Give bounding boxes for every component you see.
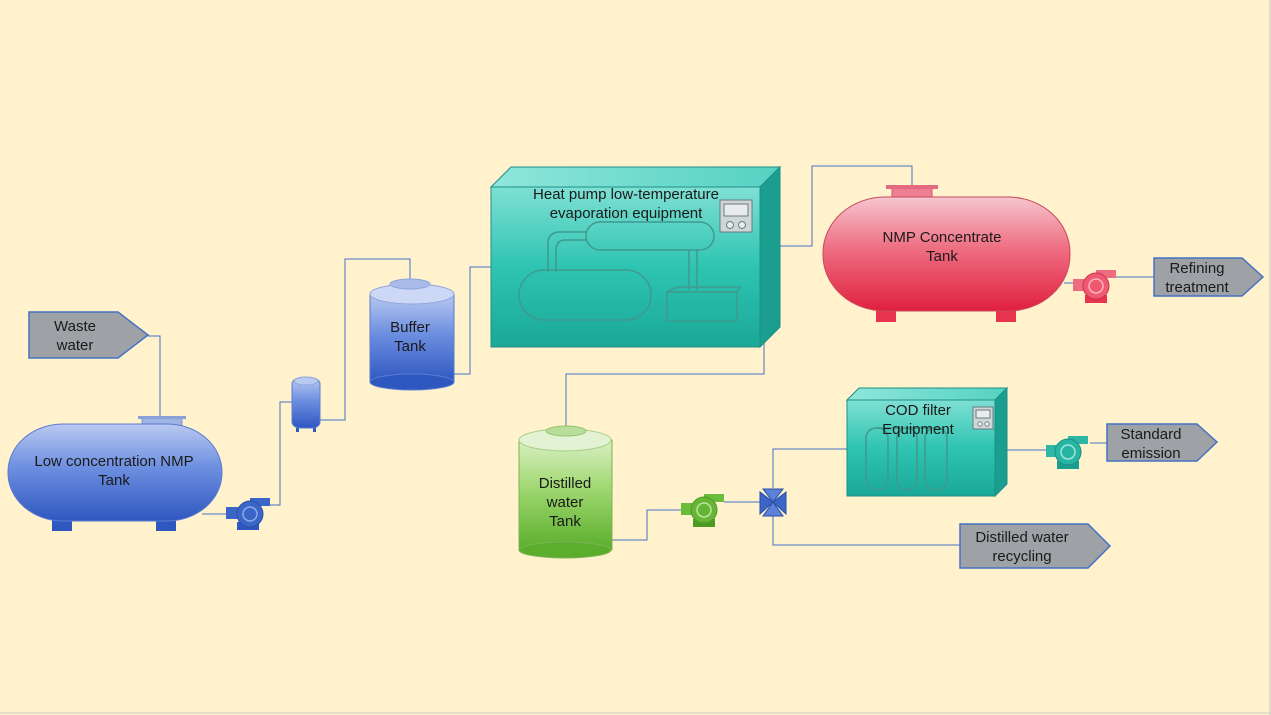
waste-water-arrow: Waste water [28, 311, 150, 359]
pipes [148, 165, 1154, 546]
standard-emission-label-line2: emission [1121, 445, 1180, 462]
nmp-concentrate-tank: NMP Concentrate Tank [822, 185, 1071, 322]
low-nmp-tank-label-line1: Low concentration NMP [34, 453, 193, 470]
three-way-valve-icon [759, 488, 787, 517]
low-nmp-tank-label-line2: Tank [98, 472, 130, 489]
pipe-valve-to-cod [772, 448, 847, 488]
pipe-valve-to-recycling [772, 516, 960, 546]
refining-treatment-arrow: Refining treatment [1153, 257, 1265, 297]
refining-label-line1: Refining [1169, 260, 1224, 277]
waste-water-label-line1: Waste [54, 318, 96, 335]
low-concentration-nmp-tank: Low concentration NMP Tank [7, 416, 223, 531]
nmp-concentrate-label-line1: NMP Concentrate [883, 229, 1002, 246]
standard-emission-label-line1: Standard [1121, 426, 1182, 443]
buffer-tank-label-line2: Tank [394, 338, 426, 355]
distilled-recycling-label-line1: Distilled water [975, 529, 1068, 546]
filter-vessel-icon [291, 376, 321, 432]
green-pump-icon [681, 494, 724, 527]
cod-filter-label-line2: Equipment [882, 421, 955, 438]
heat-pump-evaporation-equipment: Heat pump low-temperature evaporation eq… [489, 165, 782, 349]
heat-pump-label-line2: evaporation equipment [550, 205, 703, 222]
pipe-buffer-to-evaporator [454, 266, 491, 375]
pipe-evaporator-to-concentrate [780, 165, 913, 247]
teal-pump-icon [1046, 436, 1088, 469]
red-pump-icon [1073, 270, 1116, 303]
distilled-water-recycling-arrow: Distilled water recycling [959, 523, 1112, 569]
distilled-water-tank: Distilled water Tank [518, 425, 613, 559]
cod-filter-label-line1: COD filter [885, 402, 951, 419]
pipe-waste-to-tank [148, 335, 161, 419]
refining-label-line2: treatment [1165, 279, 1229, 296]
pipe-pump-to-filter [264, 401, 294, 506]
distilled-tank-label-line3: Tank [549, 513, 581, 530]
distilled-tank-label-line2: water [546, 494, 584, 511]
cod-control-panel-icon [972, 406, 994, 430]
nmp-concentrate-label-line2: Tank [926, 248, 958, 265]
heat-pump-label-line1: Heat pump low-temperature [533, 186, 719, 203]
standard-emission-arrow: Standard emission [1106, 423, 1219, 462]
distilled-tank-label-line1: Distilled [539, 475, 592, 492]
buffer-tank-label-line1: Buffer [390, 319, 430, 336]
evaporator-control-panel-icon [719, 199, 753, 233]
pipe-filter-to-buffer [320, 258, 411, 421]
buffer-tank: Buffer Tank [369, 278, 455, 391]
waste-water-label-line2: water [56, 337, 94, 354]
cod-filter-equipment: COD filter Equipment [845, 386, 1009, 498]
distilled-recycling-label-line2: recycling [992, 548, 1051, 565]
pipe-distilled-to-pump [612, 509, 683, 541]
blue-pump-icon [226, 498, 270, 530]
